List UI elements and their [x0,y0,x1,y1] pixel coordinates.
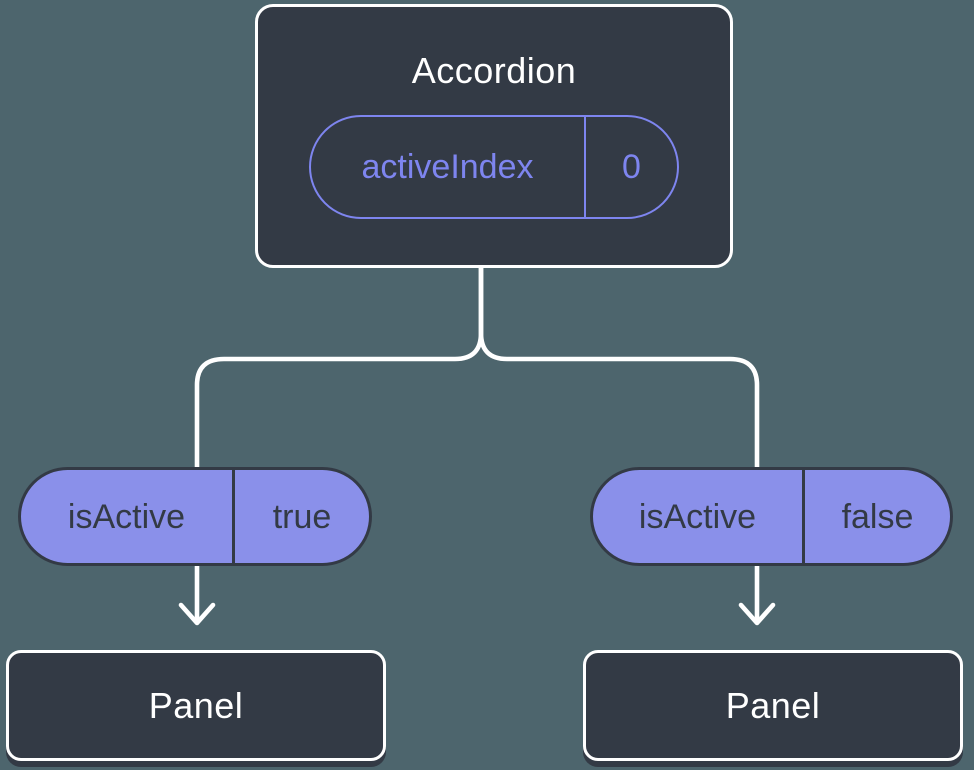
accordion-node: Accordion activeIndex 0 [255,4,733,268]
prop-pill-isactive-false: isActive false [590,467,953,566]
state-pill-activeindex: activeIndex 0 [309,115,679,219]
connector-branch-left [194,261,484,503]
node-title: Accordion [411,50,577,91]
prop-pill-value: false [841,497,914,536]
pill-divider [232,470,235,563]
panel-node-left: Panel [6,650,386,761]
arrow-down-icon [738,602,776,626]
pill-divider [584,117,586,217]
state-pill-value: 0 [622,148,641,186]
connector-branch-right [478,261,760,503]
prop-pill-label: isActive [638,497,757,536]
prop-pill-label: isActive [67,497,186,536]
state-pill-label: activeIndex [361,148,534,186]
node-title: Panel [725,684,821,726]
node-title: Panel [148,684,244,726]
prop-pill-value: true [272,497,332,536]
pill-divider [802,470,805,563]
prop-pill-isactive-true: isActive true [18,467,372,566]
panel-node-right: Panel [583,650,963,761]
arrow-down-icon [178,602,216,626]
